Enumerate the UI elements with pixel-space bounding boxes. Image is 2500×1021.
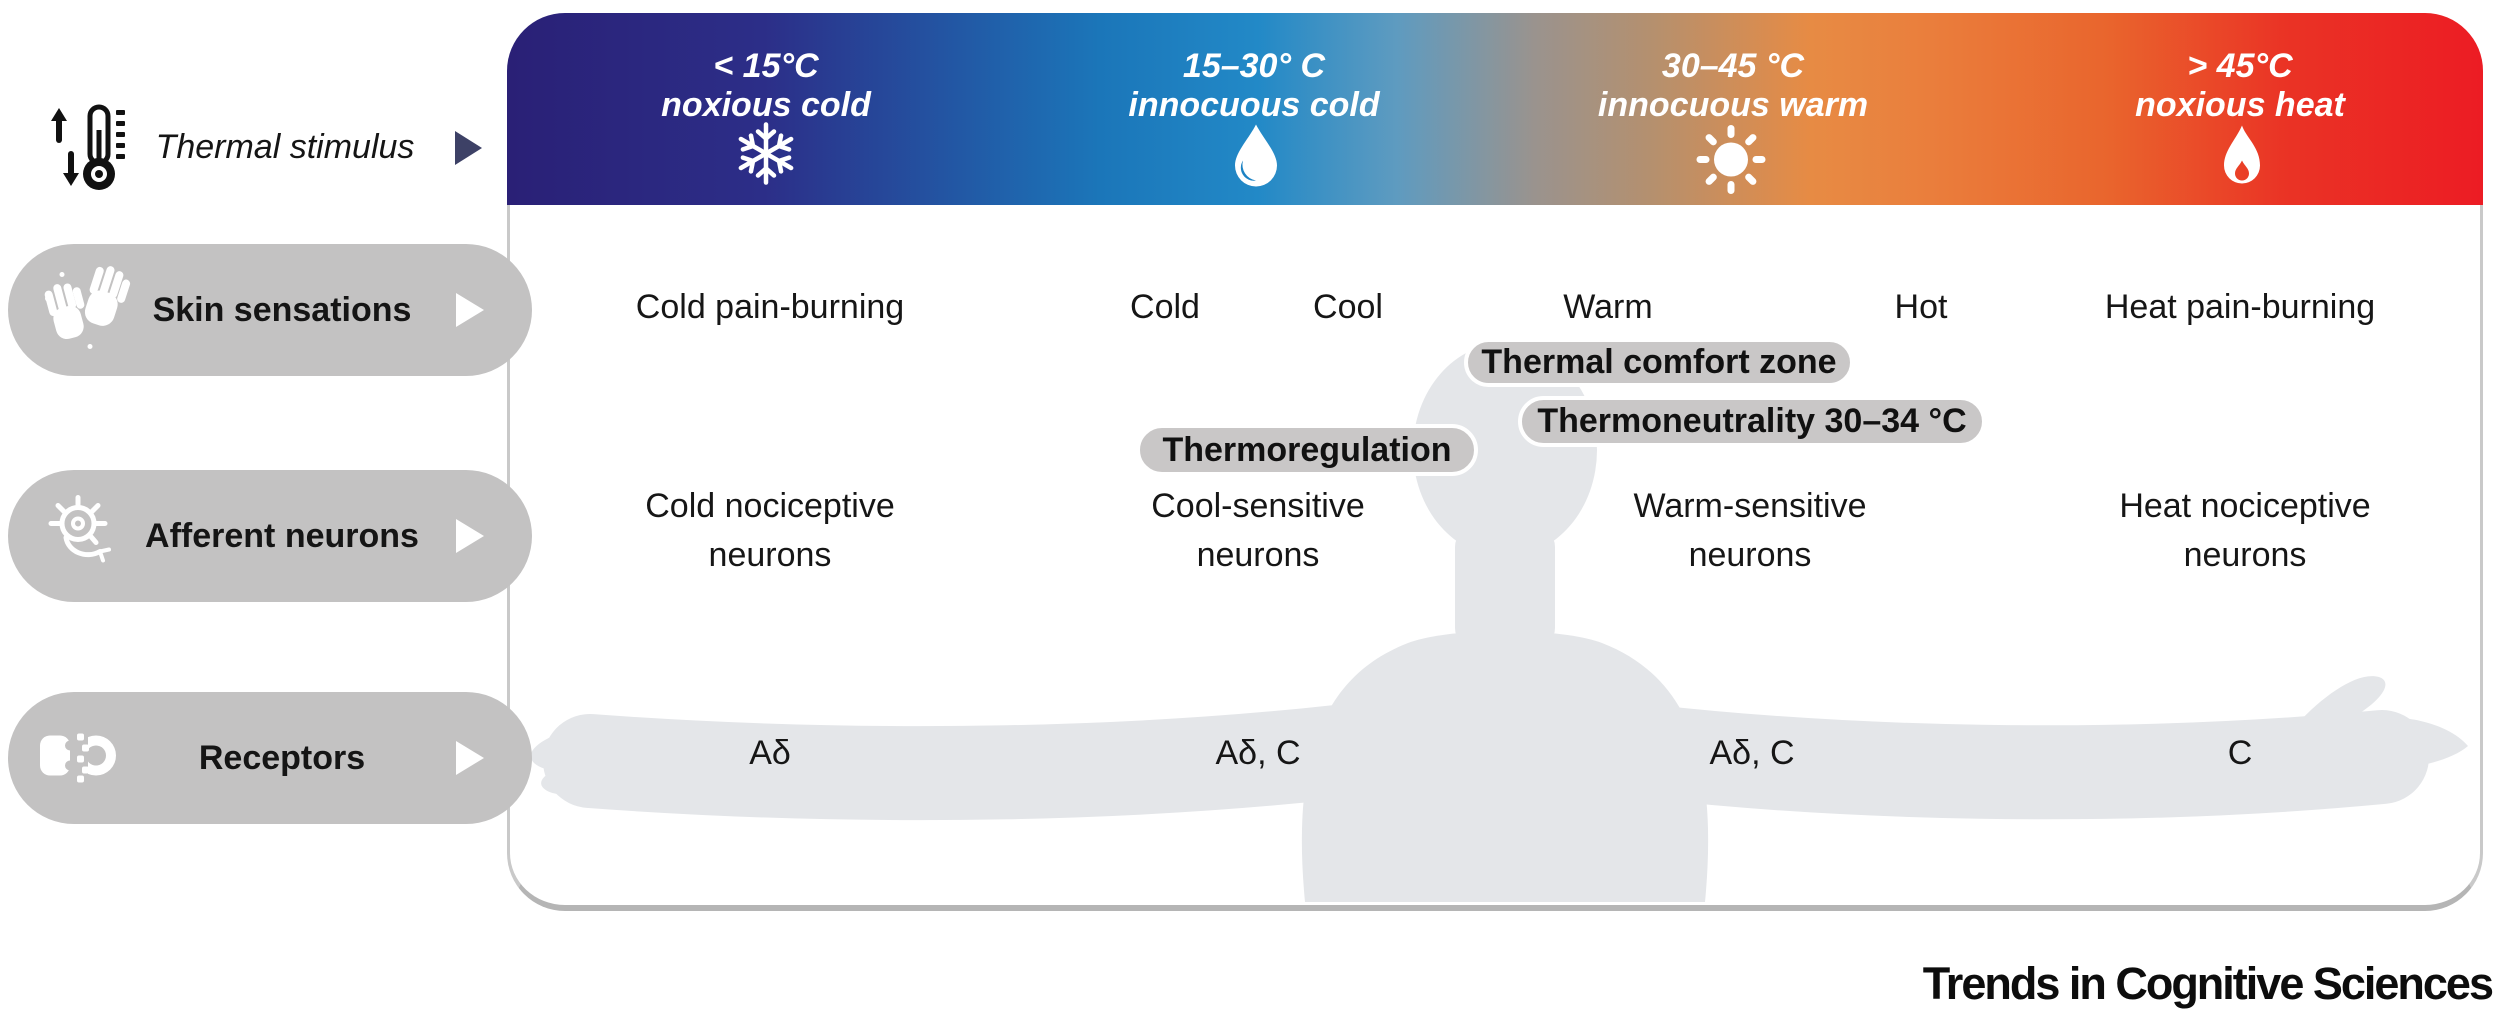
zone-name: noxious cold [661,86,871,124]
zone-range: < 15°C [713,47,819,85]
waving-hands-icon [38,263,134,358]
row-pill-receptors: Receptors [8,692,532,824]
sun-icon [1693,122,1769,203]
neuron-line1: Warm-sensitive [1633,487,1867,525]
row-pill-afferent-neurons: Afferent neurons [8,470,532,602]
row-pill-skin-sensations: Skin sensations [8,244,532,376]
zone-range: 30–45 °C [1661,47,1805,85]
sensation-heat-pain: Heat pain-burning [2104,288,2376,326]
neuron-cell-icon [38,494,130,579]
sensation-cool: Cool [1313,288,1383,326]
row-label-afferent-neurons: Afferent neurons [145,516,419,555]
zone-name: noxious heat [2135,86,2345,124]
badge-thermoregulation: Thermoregulation [1136,424,1478,476]
badge-thermoneutrality: Thermoneutrality 30–34 °C [1518,396,1986,447]
flame-icon [2216,124,2268,195]
sensation-cold: Cold [1130,288,1200,326]
neuron-line2: neurons [2183,536,2307,574]
neurons-heat-nociceptive: Heat nociceptive neurons [2119,482,2370,580]
zone-noxious-cold: < 15°C noxious cold [661,47,871,125]
sensation-hot: Hot [1894,288,1948,326]
neuron-line1: Heat nociceptive [2119,487,2371,525]
thermal-gradient-bar: < 15°C noxious cold 15–30° C innocuous c… [507,13,2483,205]
neuron-line1: Cold nociceptive [645,487,895,525]
neuron-line2: neurons [708,536,832,574]
receptor-adelta: Aδ [749,734,791,772]
thermometer-updown-icon [46,102,138,199]
zone-name: innocuous cold [1128,86,1380,124]
right-arrow-icon [456,741,484,775]
droplet-icon [1233,123,1279,192]
row-label-skin-sensations: Skin sensations [152,290,412,329]
zone-name: innocuous warm [1597,86,1869,124]
snowflake-icon [733,121,799,192]
zone-range: > 45°C [2187,47,2293,85]
zone-innocuous-warm: 30–45 °C innocuous warm [1598,47,1868,125]
journal-name: Trends in Cognitive Sciences [1922,958,2494,1009]
zone-noxious-heat: > 45°C noxious heat [2135,47,2345,125]
neuron-line2: neurons [1688,536,1812,574]
zone-range: 15–30° C [1182,47,1326,85]
neurons-cool-sensitive: Cool-sensitive neurons [1151,482,1365,580]
sensation-warm: Warm [1563,288,1653,326]
row-label-receptors: Receptors [198,738,366,777]
right-arrow-icon [455,131,482,165]
receptor-adelta-c2: Aδ, C [1709,734,1795,772]
neuron-line2: neurons [1196,536,1320,574]
receptor-c: C [2227,734,2253,772]
right-arrow-icon [456,519,484,553]
neurons-cold-nociceptive: Cold nociceptive neurons [645,482,894,580]
receptor-synapse-icon [38,724,122,793]
neurons-warm-sensitive: Warm-sensitive neurons [1634,482,1867,580]
thermal-stimulus-label: Thermal stimulus [155,128,415,166]
sensation-cold-pain: Cold pain-burning [635,288,905,326]
zone-innocuous-cold: 15–30° C innocuous cold [1128,47,1379,125]
right-arrow-icon [456,293,484,327]
content-box [507,205,2483,911]
neuron-line1: Cool-sensitive [1151,487,1365,525]
badge-thermal-comfort-zone: Thermal comfort zone [1464,338,1854,387]
receptor-adelta-c1: Aδ, C [1215,734,1301,772]
human-body-silhouette [530,343,2468,902]
